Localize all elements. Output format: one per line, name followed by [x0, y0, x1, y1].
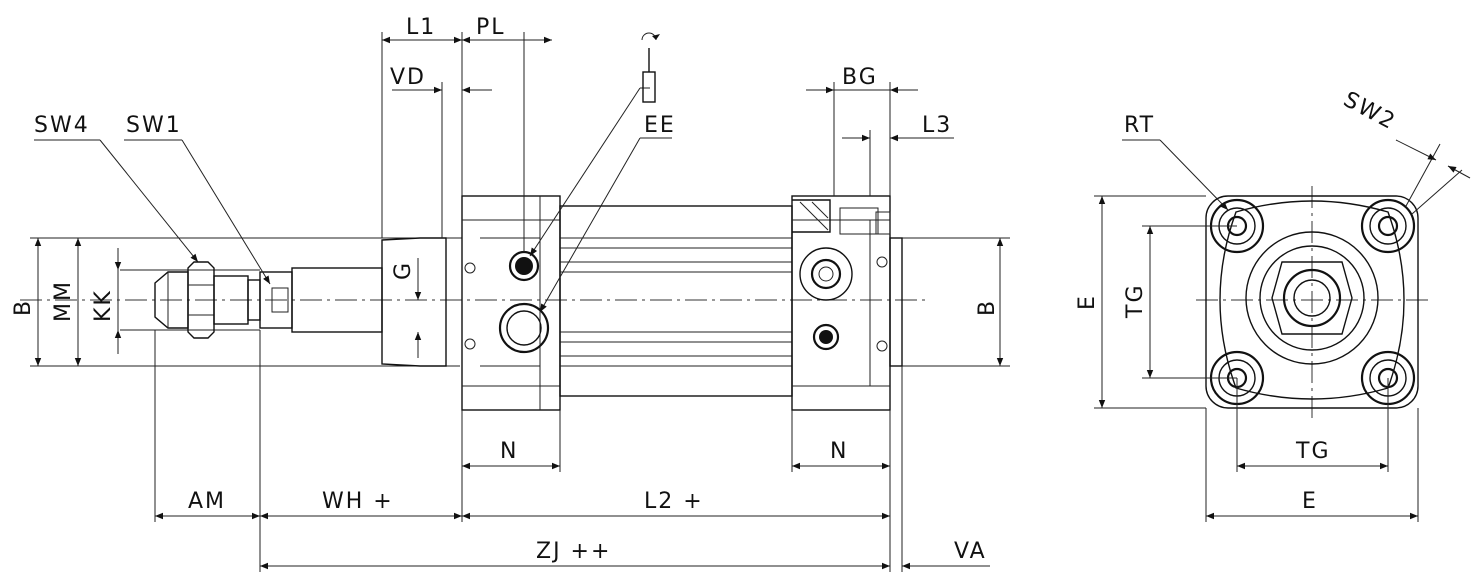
label-l3: L3 — [922, 113, 952, 138]
label-b-left: B — [11, 299, 36, 316]
label-g: G — [391, 261, 416, 280]
label-vd: VD — [390, 65, 426, 90]
label-tg-horizontal: TG — [1295, 439, 1331, 464]
end-view — [1094, 139, 1471, 522]
label-ee: EE — [644, 113, 676, 138]
label-kk: KK — [91, 289, 116, 322]
label-sw4: SW4 — [34, 113, 90, 138]
label-tg-vertical: TG — [1123, 284, 1148, 320]
label-zj: ZJ ++ — [536, 539, 611, 564]
label-bg: BG — [842, 65, 878, 90]
label-mm: MM — [51, 280, 76, 322]
label-b-right: B — [975, 299, 1000, 316]
label-am: AM — [188, 489, 226, 514]
front-end-cap — [461, 195, 561, 411]
label-n-right: N — [830, 439, 848, 464]
rear-end-cap — [791, 195, 903, 411]
label-pl: PL — [476, 15, 506, 40]
label-l2: L2 + — [644, 489, 704, 514]
dimension-labels: L1 PL VD BG L3 EE SW4 SW1 G B MM KK B N … — [11, 15, 1400, 564]
label-sw2: SW2 — [1339, 87, 1400, 135]
label-va: VA — [954, 539, 987, 564]
label-sw1: SW1 — [126, 113, 182, 138]
label-wh: WH + — [322, 489, 394, 514]
barrel — [559, 205, 793, 397]
label-rt: RT — [1124, 113, 1155, 138]
rod-bearing — [381, 237, 447, 367]
screwdriver-icon — [641, 32, 660, 103]
side-view — [20, 32, 1010, 572]
label-e-horizontal: E — [1302, 489, 1318, 514]
label-n-left: N — [500, 439, 518, 464]
label-l1: L1 — [406, 15, 436, 40]
label-e-vertical: E — [1075, 294, 1100, 310]
